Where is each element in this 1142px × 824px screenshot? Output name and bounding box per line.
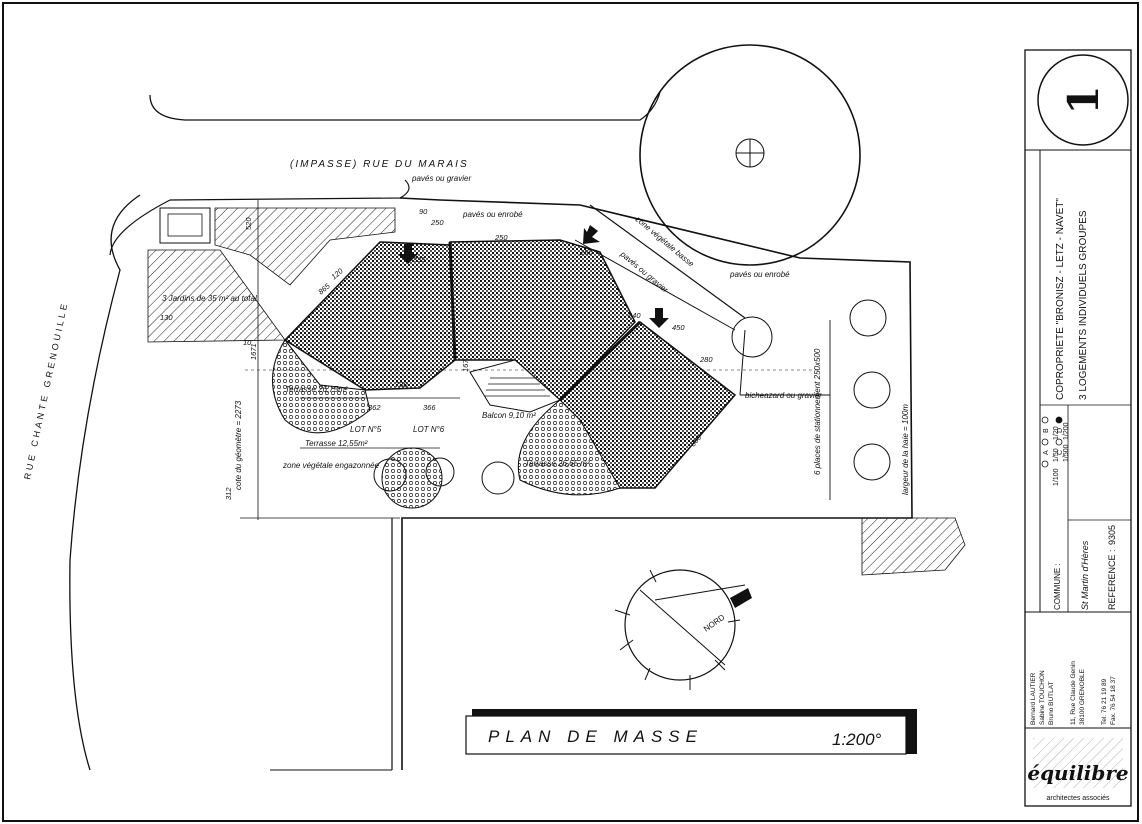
- plan-scale: 1:200°: [832, 730, 882, 749]
- street-left-label: RUE CHANTE GRENOUILLE: [22, 300, 70, 480]
- label-bicheazard: bicheazard ou gravier: [745, 391, 822, 400]
- scale-1-200: 1/200: [1063, 422, 1070, 440]
- plan-title-box: [465, 715, 907, 755]
- firm-logo-box: [1033, 738, 1123, 788]
- firm-caption: architectes associés: [1046, 795, 1110, 802]
- svg-text:250: 250: [579, 248, 593, 257]
- reference-value: 9305: [1107, 525, 1117, 545]
- road-edge-top: [149, 91, 661, 121]
- terrace-2-tree: [381, 447, 443, 509]
- north-label: NORD: [702, 613, 727, 634]
- sheet-number: 1: [1059, 85, 1108, 114]
- street-top-label: (IMPASSE) RUE DU MARAIS: [290, 159, 469, 170]
- svg-text:730: 730: [395, 380, 408, 389]
- svg-text:250: 250: [430, 218, 444, 227]
- label-lot-5: LOT N°5: [350, 425, 382, 434]
- sheet-number-circle: [1037, 54, 1129, 146]
- svg-text:450: 450: [672, 323, 685, 332]
- svg-text:1671: 1671: [249, 343, 258, 360]
- terrace-1: [271, 339, 371, 434]
- svg-text:312: 312: [224, 487, 233, 500]
- project-subtitle: 3 LOGEMENTS INDIVIDUELS GROUPES: [1078, 210, 1089, 400]
- road-edge-left: [69, 194, 141, 771]
- terrace-3: [517, 399, 621, 496]
- svg-text:38100 GRENOBLE: 38100 GRENOBLE: [1079, 668, 1086, 725]
- label-zone-engazonnee: zone végétale engazonnée: [282, 461, 380, 470]
- svg-text:250: 250: [494, 233, 508, 242]
- svg-text:130: 130: [160, 313, 173, 322]
- label-paves-enrobe-right: pavés ou enrobé: [729, 270, 790, 279]
- svg-text:10: 10: [243, 338, 252, 347]
- svg-text:A: A: [1043, 450, 1050, 455]
- svg-text:640: 640: [628, 311, 641, 320]
- svg-text:C: C: [1057, 450, 1064, 455]
- label-cote-geometre: cote du géomètre = 2273: [234, 400, 243, 490]
- commune-label: COMMUNE :: [1053, 563, 1062, 610]
- building-lot-1: [283, 241, 456, 391]
- plan-title: PLAN DE MASSE: [488, 727, 703, 746]
- tree-4: [853, 371, 891, 409]
- svg-text:D: D: [1057, 428, 1064, 433]
- svg-text:385: 385: [413, 255, 426, 264]
- svg-text:366: 366: [423, 403, 436, 412]
- label-paves-enrobe-top: pavés ou enrobé: [462, 210, 523, 219]
- svg-text:Bruno BUTLAT: Bruno BUTLAT: [1048, 681, 1055, 725]
- svg-text:Bernard LAUTIER: Bernard LAUTIER: [1030, 672, 1037, 725]
- neighbour-hatch-right: [861, 517, 966, 576]
- label-terrasse-3: Terrasse 26,65 m²: [525, 459, 590, 468]
- title-block: [1024, 49, 1132, 807]
- scale-1-50: 1/50: [1053, 448, 1060, 462]
- turning-circle: [639, 44, 861, 266]
- label-jardins: 3 Jardins de 35 m² au total: [162, 294, 257, 303]
- neighbour-hatch-top: [214, 207, 396, 286]
- label-lot-6: LOT N°6: [413, 425, 445, 434]
- project-title: COPROPRIETE "BRONISZ - LETZ - NAVET": [1055, 198, 1066, 400]
- north-compass: [614, 569, 752, 690]
- scale-1-20: 1/20: [1053, 426, 1060, 440]
- label-zone-vegetale: zone végétale basse: [633, 214, 696, 269]
- label-paves-gravier-mid: pavés ou gravier: [618, 249, 670, 295]
- svg-text:Sabine TOUCHON: Sabine TOUCHON: [1039, 670, 1046, 725]
- label-balcon: Balcon 9,10 m²: [482, 411, 536, 420]
- svg-text:120: 120: [329, 266, 345, 281]
- entry-arrow-2: [583, 225, 600, 244]
- entry-arrow-1: [398, 244, 418, 264]
- tree-1: [481, 461, 515, 495]
- svg-text:280: 280: [699, 355, 713, 364]
- svg-text:362: 362: [368, 403, 381, 412]
- svg-text:167: 167: [461, 359, 470, 372]
- svg-text:Tel. 76 21 19 89: Tel. 76 21 19 89: [1101, 678, 1108, 725]
- svg-text:90: 90: [419, 207, 428, 216]
- label-paves-gravier-top: pavés ou gravier: [411, 174, 471, 183]
- building-lot-2: [449, 239, 636, 402]
- label-terrasse-2: Terrasse 12,55m²: [305, 439, 368, 448]
- commune-value: St Martin d'Hères: [1080, 540, 1090, 610]
- entry-arrow-3: [649, 308, 669, 328]
- svg-text:B: B: [1043, 428, 1050, 433]
- svg-text:520: 520: [244, 217, 253, 230]
- label-places: 6 places de stationnement 250x500: [813, 348, 822, 475]
- scale-1-100: 1/100: [1053, 468, 1060, 486]
- tree-5: [853, 443, 891, 481]
- scale-options: A B C D 1/20 1/50 1/100 1/200 1/500: [1041, 416, 1070, 486]
- svg-text:Fax. 76 54 18 37: Fax. 76 54 18 37: [1110, 676, 1117, 725]
- plot-boundary: [399, 197, 913, 770]
- svg-text:11, Rue Claude Genin: 11, Rue Claude Genin: [1070, 661, 1077, 725]
- label-terrasse-1: Terrasse 26,75m²: [285, 385, 348, 394]
- architect-info: Bernard LAUTIER Sabine TOUCHON Bruno BUT…: [1030, 661, 1117, 725]
- firm-logo: équilibre: [1027, 761, 1128, 785]
- tree-3: [849, 299, 887, 337]
- reference-label: REFERENCE :: [1107, 549, 1117, 610]
- scale-1-500: 1/500: [1063, 444, 1070, 462]
- label-haie: largeur de la haie = 100m: [901, 404, 910, 495]
- tree-2: [731, 316, 773, 358]
- balcony: [469, 359, 561, 413]
